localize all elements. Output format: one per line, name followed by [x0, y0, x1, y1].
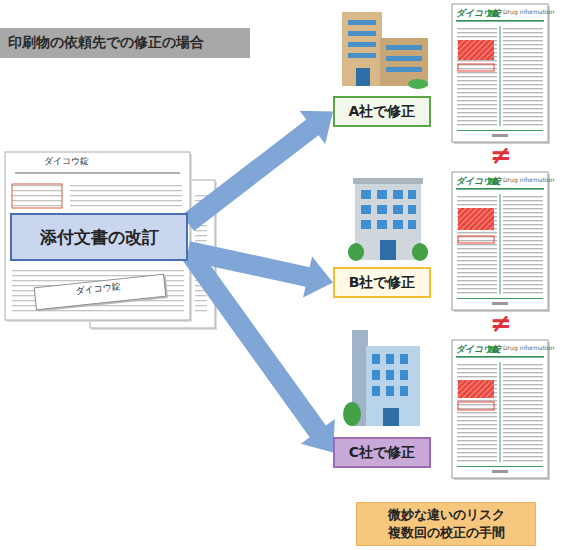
highlight-outline [12, 184, 62, 208]
window [386, 370, 394, 380]
not-equal-sign: ≠ [490, 310, 512, 336]
company-box: C社で修正 [333, 437, 431, 468]
node-text: B社で修正 [349, 273, 416, 292]
text-lines [12, 268, 184, 314]
window [361, 220, 371, 229]
tree [348, 243, 364, 261]
product-name: ダイコウ錠 [76, 282, 122, 296]
window [386, 56, 422, 61]
window [377, 190, 387, 199]
building-a [342, 12, 428, 89]
window [386, 386, 394, 396]
header-text: Drug information [503, 177, 554, 183]
window [386, 45, 422, 50]
text-lines [70, 184, 182, 210]
window [348, 31, 376, 36]
note-box: 微妙な違いのリスク 複数回の校正の手間 [356, 502, 536, 546]
door [383, 408, 399, 426]
window [372, 370, 380, 380]
block-arrow [180, 245, 335, 452]
document-box: 添付文書の改訂 [10, 213, 188, 261]
node-text: A社で修正 [349, 102, 416, 121]
product-name: ダイコウ錠 [456, 345, 501, 354]
node-text: 微妙な違いのリスク 複数回の校正の手間 [382, 506, 510, 541]
window [408, 190, 416, 199]
company-box: A社で修正 [333, 96, 431, 127]
header-text: Drug information [503, 345, 554, 351]
title-text: 印刷物の依頼先での修正の場合 [8, 34, 204, 52]
window [408, 220, 416, 229]
window [348, 20, 376, 25]
block-arrow [182, 111, 333, 231]
bush [408, 79, 428, 89]
header-text: Drug information [503, 9, 554, 15]
window [393, 205, 403, 214]
tree [412, 243, 428, 261]
node-text: C社で修正 [349, 443, 415, 462]
drug-info-sheet [452, 340, 550, 480]
product-name: ダイコウ錠 [456, 9, 501, 18]
window [386, 67, 422, 72]
window [348, 53, 376, 58]
building-c [343, 330, 420, 426]
header-rule [15, 172, 180, 174]
roof [353, 178, 423, 184]
window [361, 205, 371, 214]
window [372, 354, 380, 364]
window [400, 370, 408, 380]
revised-outline [458, 64, 494, 71]
window [377, 220, 387, 229]
revised-area [458, 40, 494, 60]
building-body [380, 38, 428, 86]
window [400, 354, 408, 364]
drug-info-sheet [452, 4, 550, 144]
building-b [348, 178, 428, 261]
title-band: 印刷物の依頼先での修正の場合 [0, 28, 250, 58]
window [408, 205, 416, 214]
building-body [342, 12, 382, 86]
door [380, 240, 396, 260]
revised-outline [458, 402, 494, 410]
company-box: B社で修正 [333, 267, 431, 298]
window [361, 190, 371, 199]
product-name: ダイコウ錠 [44, 157, 89, 166]
window [393, 190, 403, 199]
drug-info-sheet [452, 172, 550, 312]
window [393, 220, 403, 229]
building-body [366, 346, 420, 426]
node-text: 添付文書の改訂 [40, 226, 159, 249]
window [377, 205, 387, 214]
window [400, 386, 408, 396]
product-name: ダイコウ錠 [456, 177, 501, 186]
document-sheet [5, 152, 190, 320]
window [386, 354, 394, 364]
window [372, 386, 380, 396]
window [348, 42, 376, 47]
revised-area [458, 208, 494, 230]
block-arrow [186, 241, 333, 297]
building-body [355, 182, 421, 260]
slip [34, 274, 166, 309]
revised-outline [458, 236, 494, 243]
revised-area [458, 380, 494, 398]
door [356, 68, 370, 86]
not-equal-sign: ≠ [490, 142, 512, 168]
label-slip [34, 274, 168, 312]
text-lines [195, 195, 207, 315]
tree [343, 402, 361, 426]
